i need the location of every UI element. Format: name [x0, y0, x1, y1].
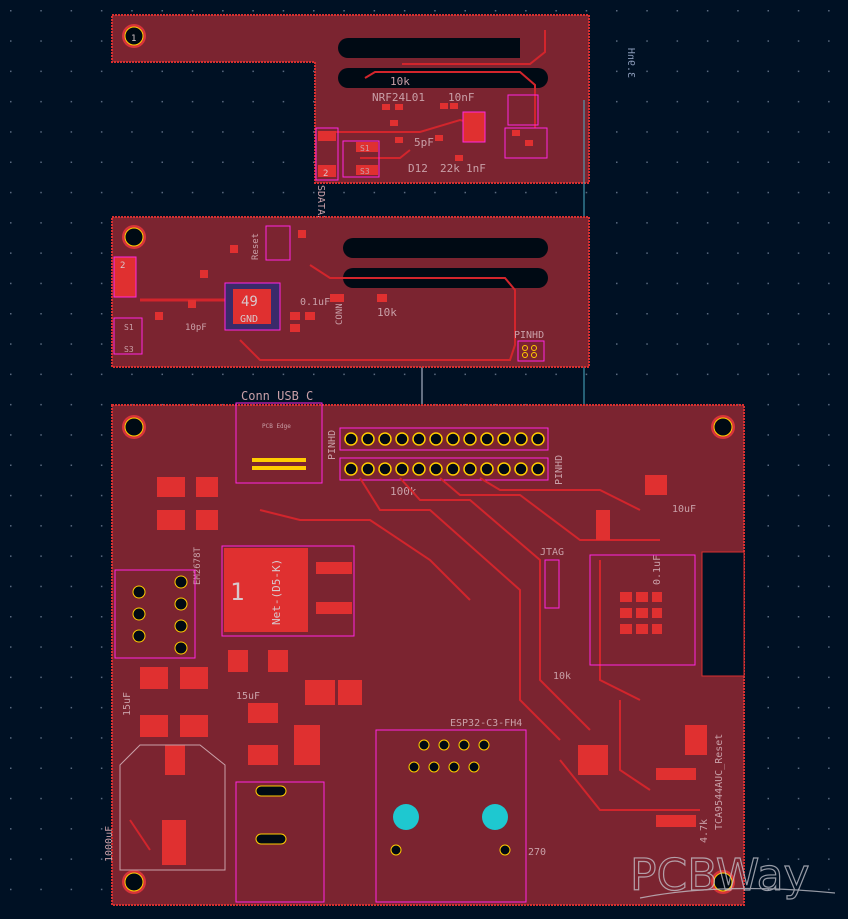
header-pin — [378, 462, 392, 476]
capacitor-15uf-b-label: 15uF — [236, 691, 260, 702]
header-pin — [412, 462, 426, 476]
header-pin — [361, 462, 375, 476]
header-pin — [480, 462, 494, 476]
module-label: ESP32-C3-FH4 — [450, 718, 522, 729]
header-pin — [446, 432, 460, 446]
board-2: 49 GND 2 S1 S3 Reset 0.1uF 10pF CONN 10k… — [111, 216, 590, 368]
capacitor-10pf-label: 10pF — [185, 323, 207, 333]
conn-label: CONN — [335, 303, 345, 325]
diode-d12-label: D12 — [408, 162, 428, 175]
header-pin — [514, 462, 528, 476]
header-pin — [361, 432, 375, 446]
switch-s1-label: S1 — [360, 144, 370, 153]
pin-header-bottom — [339, 457, 549, 481]
capacitor-15uf-a-label: 15uF — [122, 692, 133, 716]
header-pin — [344, 462, 358, 476]
diode-d5-pad — [221, 545, 355, 637]
usb-c-connector — [235, 402, 323, 484]
capacitor-0-1uf-label: 0.1uF — [300, 297, 330, 308]
header-pin — [395, 432, 409, 446]
header-pin — [429, 432, 443, 446]
resistor-22k-label: 22k — [440, 162, 460, 175]
resistor-10k-label: 10k — [553, 671, 571, 682]
capacitor-1000uf-label: 1000uF — [104, 826, 115, 862]
header-pin — [395, 462, 409, 476]
resistor-10k-label: 10k — [377, 306, 397, 319]
capacitor-10nf-label: 10nF — [448, 91, 475, 104]
pcbway-logo: PCBWay — [629, 849, 836, 902]
rf-module-outline — [375, 729, 527, 903]
pinhd-right-label: PINHD — [554, 455, 565, 485]
big-pad-net: Net-(D5-K) — [270, 559, 283, 625]
header-pin — [480, 432, 494, 446]
pinhd-left-label: PINHD — [327, 430, 338, 460]
big-pad-number: 1 — [230, 578, 244, 606]
regulator-label: EM2678T — [193, 546, 203, 585]
switch-s3-label: S3 — [360, 167, 370, 176]
connector-j1 — [315, 127, 339, 181]
switch — [342, 140, 380, 178]
ic-u1 — [462, 111, 486, 143]
capacitor-5pf-label: 5pF — [414, 136, 434, 149]
capacitor-0-1uf-label: 0.1uF — [652, 555, 663, 585]
header-pin — [531, 462, 545, 476]
connector-pin2-label: 2 — [120, 261, 125, 271]
jtag-label: JTAG — [540, 547, 564, 558]
header-pin — [344, 432, 358, 446]
header-pin — [429, 462, 443, 476]
pin-header-top — [339, 427, 549, 451]
capacitor-10uf-label: 10uF — [672, 504, 696, 515]
usb-connector-label: Conn_USB_C — [241, 389, 313, 403]
switch-s3-label: S3 — [124, 345, 134, 354]
header-pin — [446, 462, 460, 476]
header-pin — [497, 462, 511, 476]
board-3: Conn_USB_C PCB Edge PINHD PINHD 100k 1 N… — [104, 389, 745, 906]
qfn-pad-number: 49 — [241, 294, 258, 310]
qfn-pad-net: GND — [240, 314, 258, 325]
resistor-10k-label: 10k — [390, 75, 410, 88]
mcu-main — [589, 554, 696, 666]
connector-pin2-label: 2 — [323, 169, 328, 179]
header-pin — [531, 432, 545, 446]
nrf-ref-label: NRF24L01 — [372, 91, 425, 104]
pcbway-logo-text: PCBWay — [630, 850, 810, 901]
header-pin — [463, 432, 477, 446]
pin-header-small — [517, 340, 545, 362]
capacitor-1nf-label: 1nF — [466, 162, 486, 175]
header-pin — [412, 432, 426, 446]
usb-pcb-edge-label: PCB Edge — [262, 423, 291, 430]
resistor-270-label: 270 — [528, 847, 546, 858]
capacitor-1000uf-outline — [119, 744, 226, 871]
mount-hole-number: 1 — [131, 34, 136, 44]
resistor-4k7-label: 4.7k — [699, 819, 710, 843]
header-pin — [463, 462, 477, 476]
pinhd-label: PINHD — [514, 330, 544, 341]
header-pin — [497, 432, 511, 446]
tca-label: TCA9544AUC_Reset — [714, 734, 725, 830]
reset-label: Reset — [251, 233, 261, 260]
switch-s1-label: S1 — [124, 323, 134, 332]
header-pin — [514, 432, 528, 446]
inductor-fab-label: 3.9nH — [625, 48, 636, 78]
header-pin — [378, 432, 392, 446]
